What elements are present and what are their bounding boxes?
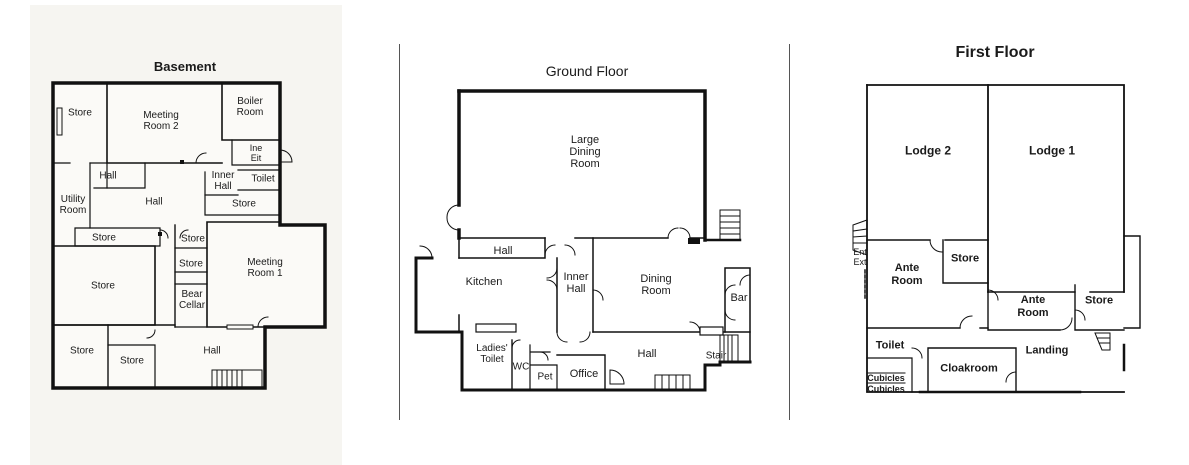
first-landing: Landing	[1025, 344, 1069, 357]
first-ent-ext: Ent Ext	[853, 247, 867, 267]
basement-hall-center: Hall	[145, 196, 163, 208]
ground-floor-plan	[414, 89, 752, 392]
basement-store-col-2: Store	[179, 258, 203, 270]
basement-meeting-room-2: Meeting Room 2	[143, 110, 179, 132]
basement-hall-small: Hall	[99, 170, 117, 182]
basement-meeting-room-1: Meeting Room 1	[247, 257, 283, 279]
ground-wc: WC	[512, 361, 530, 373]
ground-floor-title: Ground Floor	[545, 63, 629, 79]
basement-store-mid: Store	[232, 198, 256, 210]
first-cubicles-2: Cubicles	[867, 384, 905, 394]
basement-ine-eit: Ine Eit	[249, 143, 263, 163]
basement-beer-cellar: Bear Cellar	[178, 289, 206, 311]
first-lodge-1: Lodge 1	[1028, 143, 1076, 158]
first-store-right: Store	[1084, 294, 1114, 307]
basement-store-col-1: Store	[181, 233, 205, 245]
basement-toilet: Toilet	[251, 173, 275, 185]
ground-inner-hall: Inner Hall	[563, 271, 589, 295]
ground-pet: Pet	[537, 371, 553, 383]
ground-bar: Bar	[730, 292, 748, 304]
basement-store-large: Store	[91, 280, 115, 292]
basement-boiler-room: Boiler Room	[236, 96, 264, 118]
ground-dining-room: Dining Room	[640, 273, 672, 297]
first-floor-plan	[852, 84, 1141, 394]
divider-right	[789, 44, 790, 420]
first-ante-room-left: Ante Room	[891, 262, 923, 287]
basement-hall-bottom: Hall	[203, 345, 221, 357]
ground-large-dining-room: Large Dining Room	[569, 134, 601, 170]
first-cubicles-1: Cubicles	[867, 373, 905, 383]
basement-inner-hall: Inner Hall	[211, 170, 235, 192]
ground-kitchen: Kitchen	[465, 276, 503, 288]
first-floor-title: First Floor	[955, 44, 1035, 61]
basement-title: Basement	[153, 59, 217, 74]
first-cloakroom: Cloakroom	[940, 362, 998, 375]
basement-store-bottom-mid: Store	[120, 355, 144, 367]
ground-stair: Stair	[705, 350, 727, 362]
first-ante-room-right: Ante Room	[1017, 294, 1049, 319]
divider-left	[399, 44, 400, 420]
first-store-left: Store	[950, 252, 980, 265]
ground-hall-bottom: Hall	[637, 348, 657, 360]
ground-ladies-toilet: Ladies' Toilet	[476, 343, 508, 365]
first-toilet: Toilet	[875, 339, 905, 352]
ground-office: Office	[569, 368, 599, 380]
basement-utility-room: Utility Room	[59, 194, 87, 216]
basement-store-row: Store	[92, 232, 116, 244]
ground-hall-top: Hall	[493, 245, 513, 257]
basement-store-bottom-left: Store	[70, 345, 94, 357]
first-lodge-2: Lodge 2	[904, 143, 952, 158]
basement-store-top-left: Store	[68, 107, 92, 119]
basement-plan	[51, 81, 327, 390]
